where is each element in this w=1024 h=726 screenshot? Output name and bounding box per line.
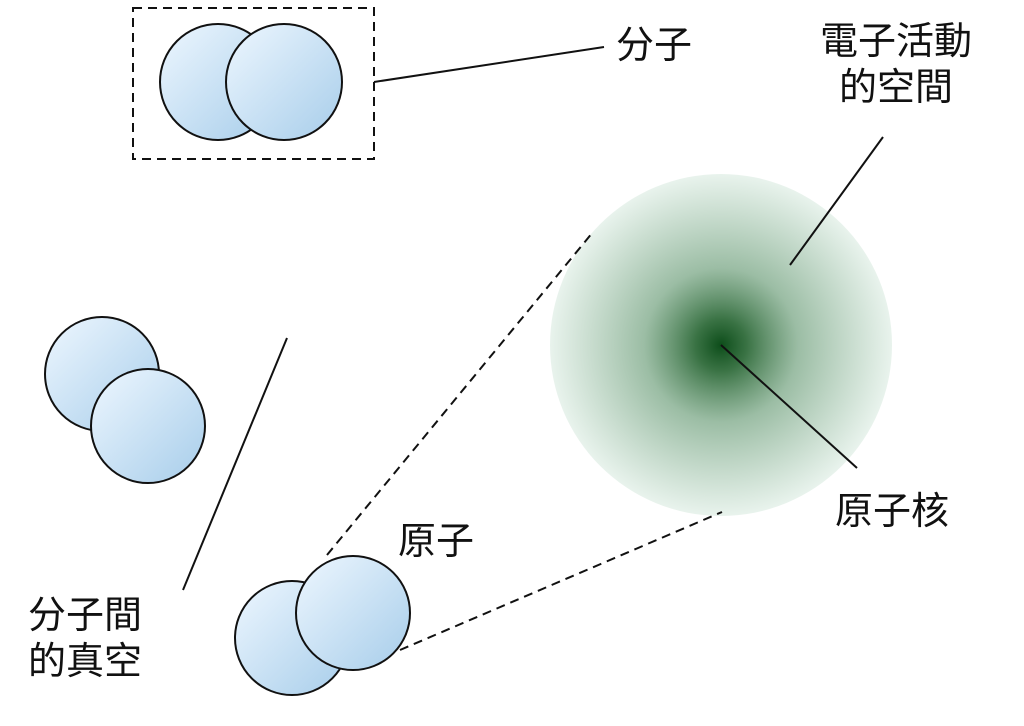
molecule-atom-sphere bbox=[225, 23, 343, 141]
molecule-leader-line bbox=[373, 46, 605, 83]
label-vacuum-between-molecules: 分子間 的真空 bbox=[28, 593, 143, 683]
vacuum-leader-line bbox=[182, 337, 288, 591]
label-atom: 原子 bbox=[398, 519, 475, 563]
molecule-dashed-box bbox=[132, 7, 375, 160]
molecule-atom-sphere bbox=[90, 368, 206, 484]
label-nucleus: 原子核 bbox=[835, 489, 950, 533]
atom-sphere bbox=[295, 555, 411, 671]
nucleus-leader-line bbox=[720, 344, 858, 469]
zoom-dashed-line bbox=[399, 511, 723, 651]
electron-space-leader-line bbox=[789, 136, 884, 266]
zoom-dashed-line bbox=[326, 231, 594, 556]
label-electron-space: 電子活動 的空間 bbox=[820, 19, 973, 109]
label-molecule: 分子 bbox=[616, 23, 693, 67]
